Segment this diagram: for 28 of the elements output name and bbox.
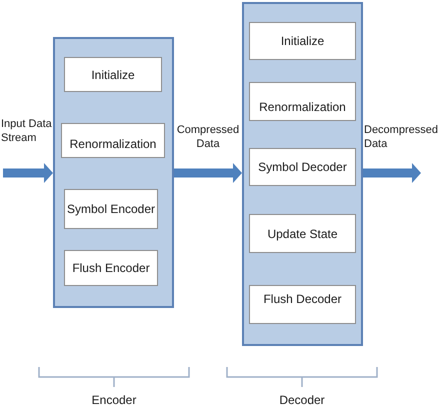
process-step — [249, 285, 356, 324]
step-label: Renormalization — [259, 100, 346, 114]
process-step — [61, 123, 165, 158]
step-label: Update State — [267, 226, 338, 240]
step-label: Symbol Decoder — [258, 160, 347, 174]
group-panel — [242, 2, 363, 346]
process-step — [64, 250, 158, 286]
process-step — [64, 57, 162, 92]
process-step — [64, 189, 158, 229]
step-label: Flush Decoder — [263, 292, 342, 306]
process-step — [249, 22, 356, 60]
step-label: Symbol Encoder — [66, 202, 156, 216]
arrow — [363, 163, 421, 183]
edge-label: Decompressed Data — [364, 123, 439, 151]
process-step — [249, 214, 356, 253]
group-caption: Encoder — [92, 393, 136, 407]
step-label: Renormalization — [70, 137, 156, 151]
edge-label: Compressed Data — [176, 123, 240, 151]
step-label: Initialize — [91, 68, 135, 82]
step-label: Flush Encoder — [72, 261, 150, 275]
arrow — [174, 163, 242, 183]
arrow — [3, 163, 53, 183]
process-step — [249, 148, 356, 186]
edge-label: Input Data Stream — [1, 117, 53, 145]
step-label: Initialize — [280, 34, 324, 48]
group-caption: Decoder — [279, 393, 325, 407]
group-panel — [53, 37, 174, 308]
process-step — [249, 82, 356, 121]
